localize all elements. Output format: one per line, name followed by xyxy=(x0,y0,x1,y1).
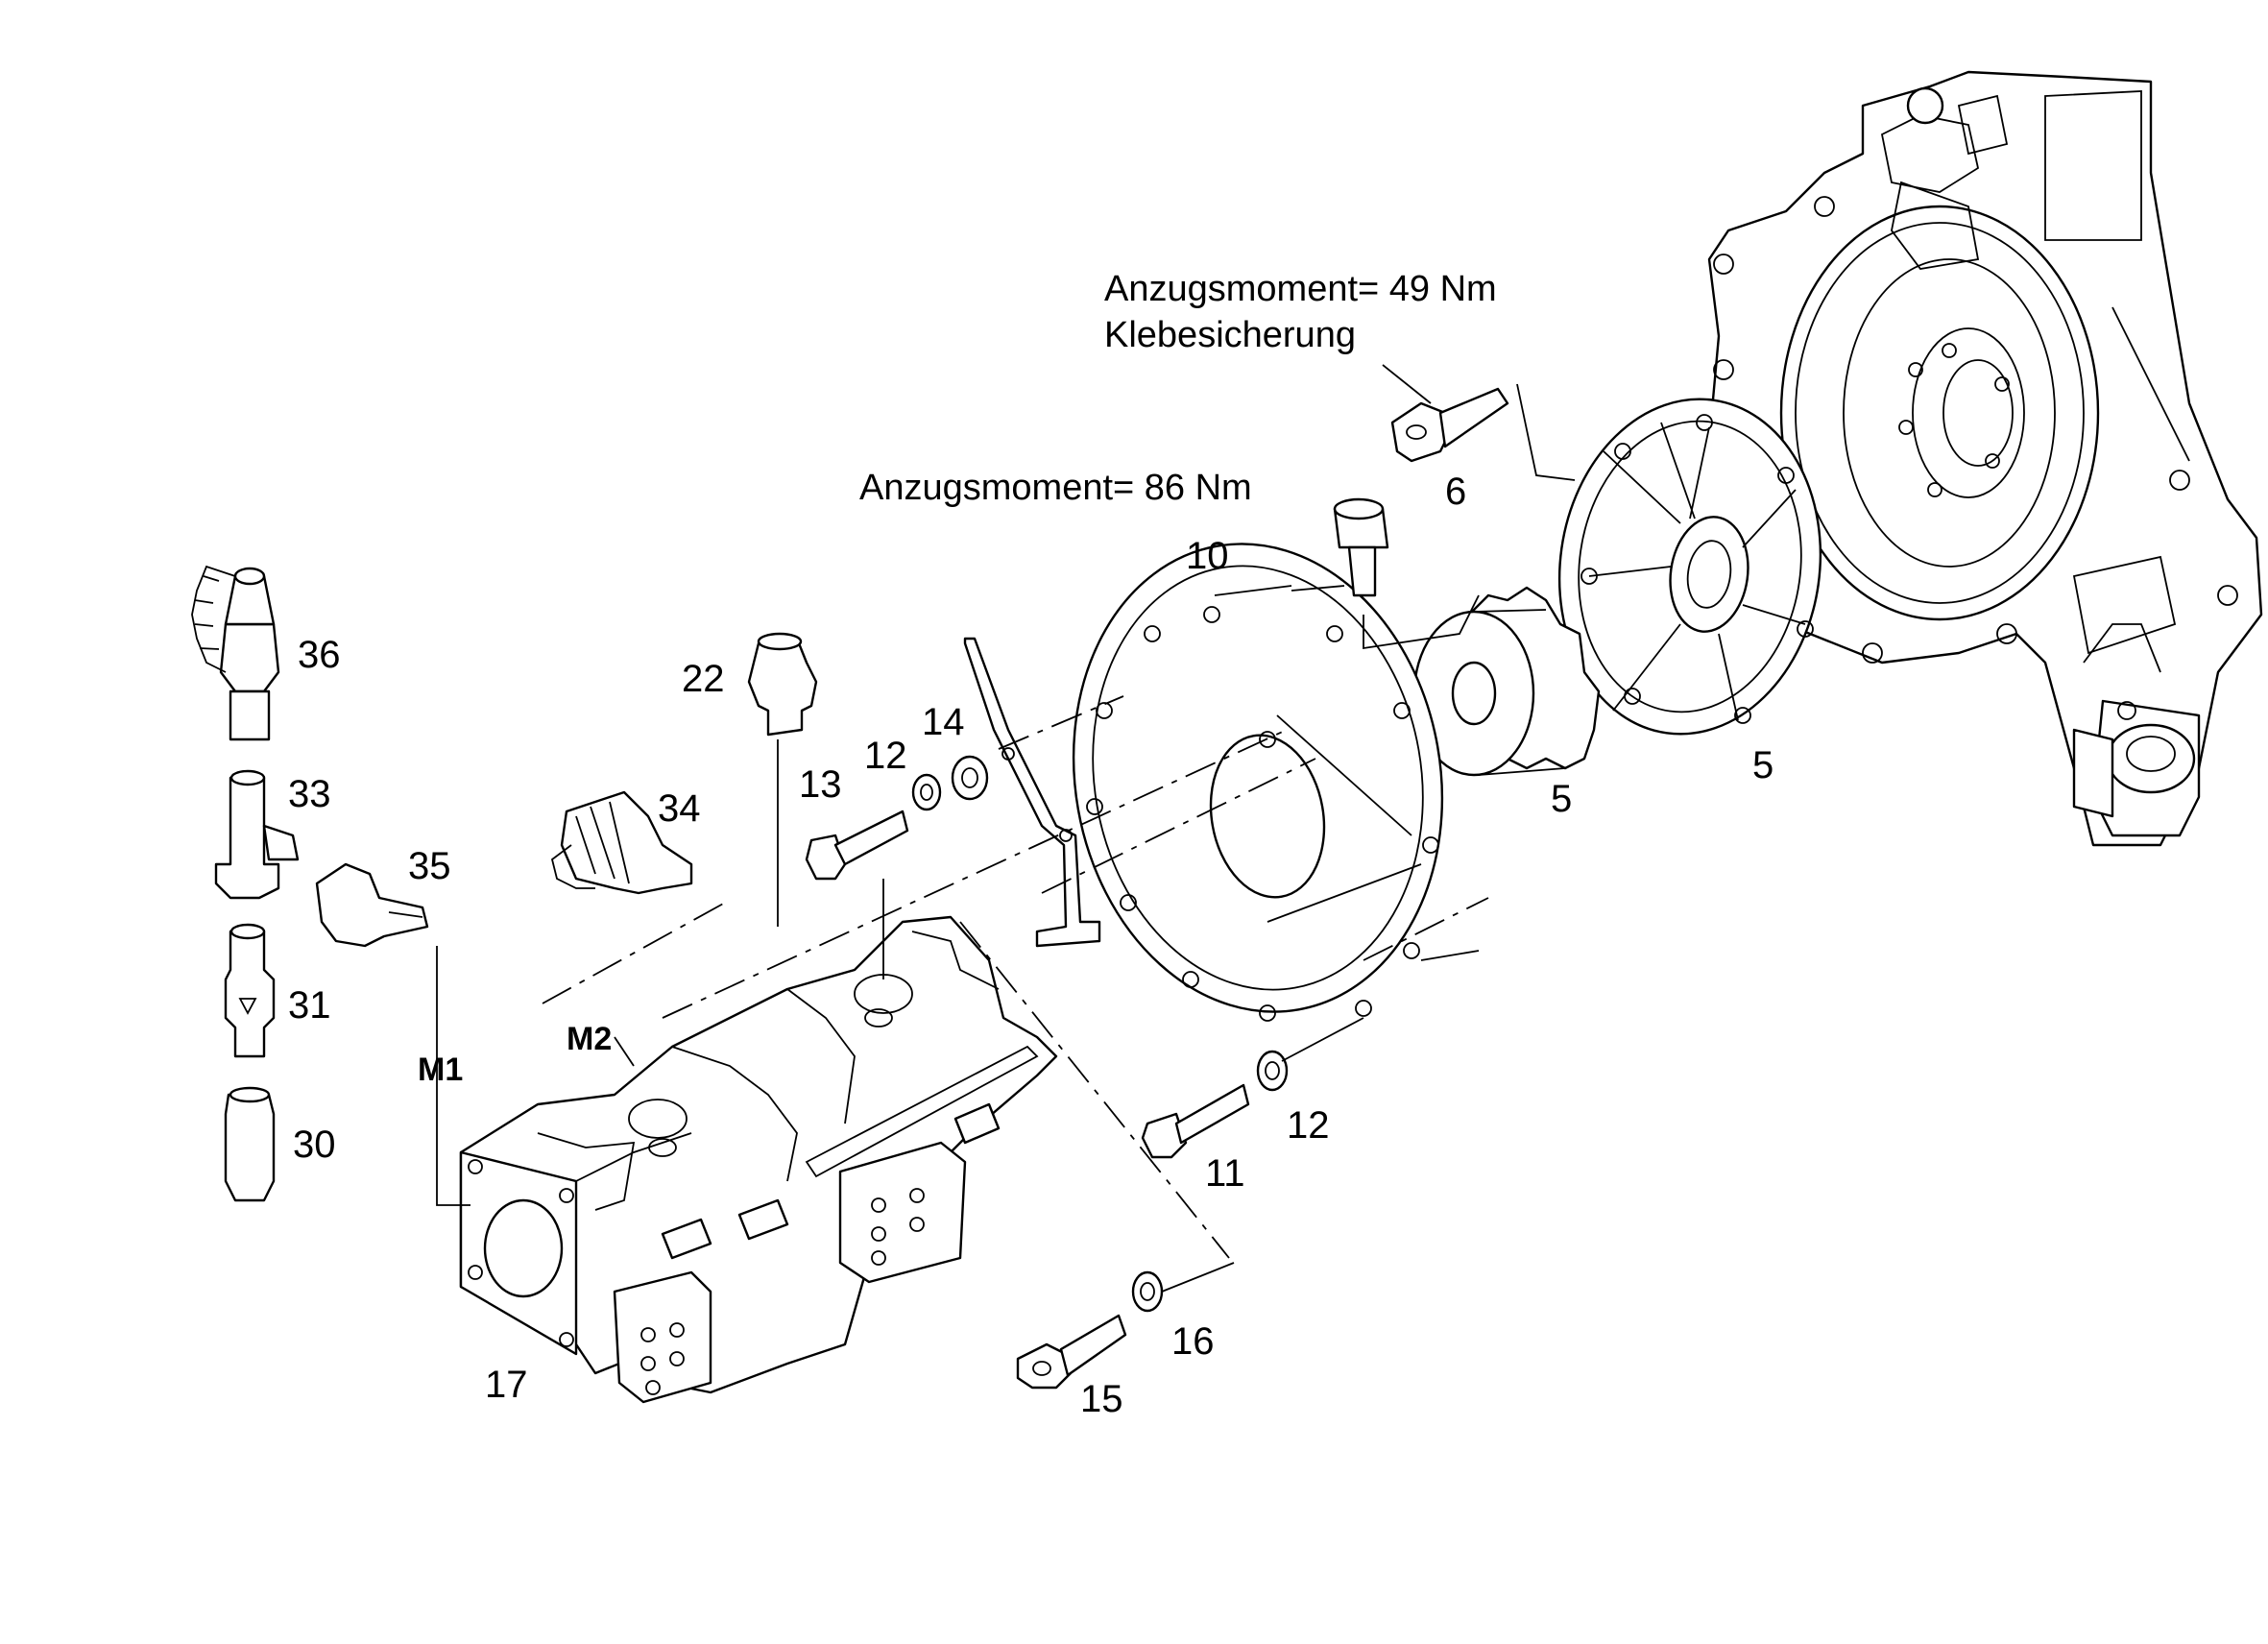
callout-12-upper: 12 xyxy=(864,735,907,777)
fitting-22 xyxy=(747,632,818,737)
gear-hub xyxy=(1412,586,1601,777)
bolt-86nm xyxy=(1333,497,1389,597)
adhesive-note: Klebesicherung xyxy=(1104,315,1356,355)
tee-fitting-33 xyxy=(214,769,300,900)
callout-33: 33 xyxy=(288,773,331,815)
washers-12-14 xyxy=(911,755,1289,1313)
callout-15: 15 xyxy=(1080,1378,1123,1420)
centre-lines xyxy=(542,695,1489,1259)
coupling-31 xyxy=(224,923,276,1058)
callout-35: 35 xyxy=(408,845,451,887)
line-label-m2: M2 xyxy=(567,1021,612,1057)
callout-16: 16 xyxy=(1171,1320,1215,1363)
fitting-35 xyxy=(315,862,429,948)
callout-10: 10 xyxy=(1186,535,1229,577)
callout-11: 11 xyxy=(1205,1152,1245,1195)
support-bracket xyxy=(963,637,1101,948)
callout-14: 14 xyxy=(922,701,965,743)
adapter-30 xyxy=(224,1086,276,1202)
leader-lines xyxy=(436,364,1576,1293)
callout-13: 13 xyxy=(799,763,842,806)
callout-30: 30 xyxy=(293,1124,336,1166)
dust-cap-36 xyxy=(191,565,280,741)
flange-plate xyxy=(1072,543,1444,1022)
callout-31: 31 xyxy=(288,984,331,1027)
torque-note-49: Anzugsmoment= 49 Nm xyxy=(1104,269,1497,309)
callout-5-hub: 5 xyxy=(1551,778,1572,820)
line-label-m1: M1 xyxy=(418,1052,463,1088)
callout-5-disc: 5 xyxy=(1752,744,1773,786)
engine-housing xyxy=(1707,70,2263,847)
callout-22: 22 xyxy=(682,658,725,700)
bolt-13 xyxy=(805,810,909,881)
callout-12-lower: 12 xyxy=(1287,1104,1330,1147)
callout-36: 36 xyxy=(298,634,341,676)
bolt-11 xyxy=(1141,1083,1250,1159)
bolt-6 xyxy=(1390,387,1509,463)
test-coupling-34 xyxy=(550,790,693,895)
callout-6: 6 xyxy=(1445,471,1466,513)
hydraulic-pump xyxy=(459,915,1058,1404)
bolt-15 xyxy=(1016,1314,1127,1390)
callout-17: 17 xyxy=(485,1364,528,1406)
callout-34: 34 xyxy=(658,787,701,830)
torque-note-86: Anzugsmoment= 86 Nm xyxy=(859,468,1252,508)
coupling-disc xyxy=(1557,398,1822,736)
